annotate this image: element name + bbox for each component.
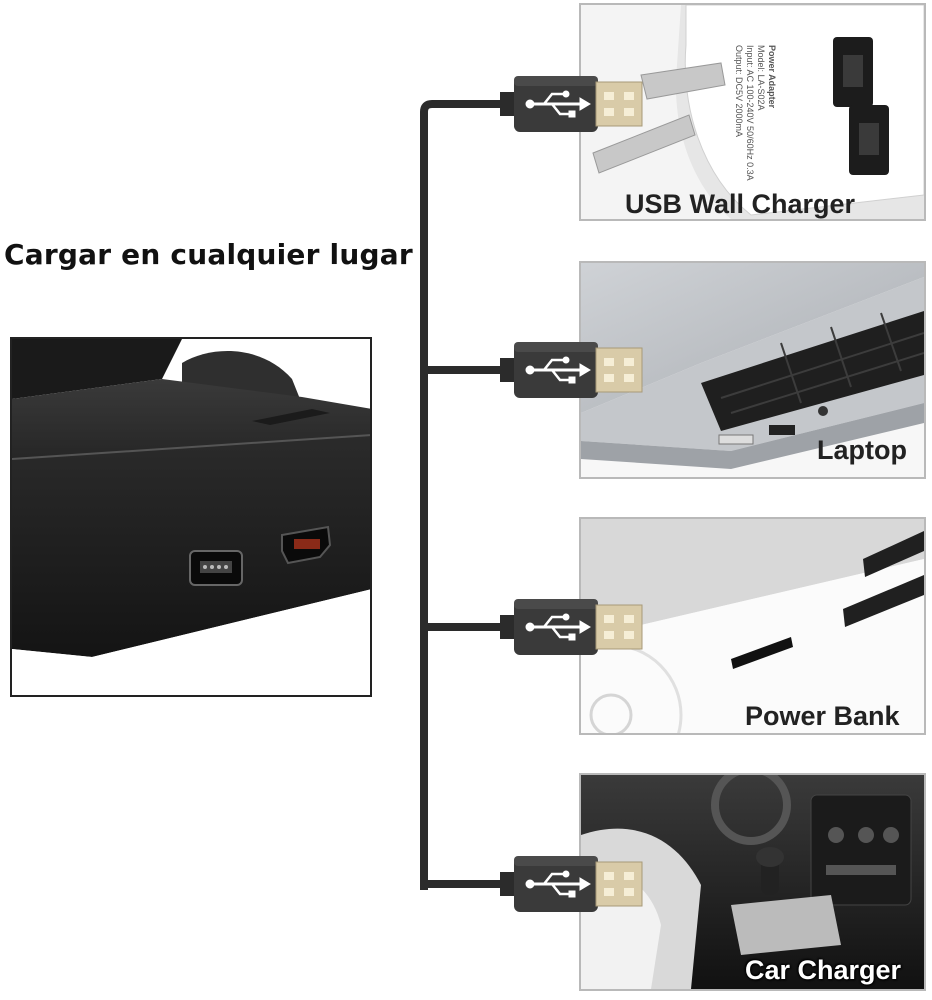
adapter-label-print: Power Adapter Model: LA-S02A Input: AC 1… bbox=[733, 45, 777, 181]
source-label: Car Charger bbox=[745, 955, 902, 985]
charger-photo bbox=[10, 337, 372, 697]
source-label: Power Bank bbox=[745, 701, 900, 731]
usb-plug bbox=[500, 595, 646, 659]
adapter-line: Output: DC5V 2000mA bbox=[734, 45, 744, 138]
usb-plug bbox=[500, 852, 646, 916]
usb-icon bbox=[525, 870, 591, 898]
source-label: Laptop bbox=[817, 435, 907, 465]
adapter-title: Power Adapter bbox=[767, 45, 777, 109]
adapter-line: Model: LA-S02A bbox=[756, 45, 766, 111]
usb-icon bbox=[525, 356, 591, 384]
usb-icon bbox=[525, 613, 591, 641]
usb-icon bbox=[525, 90, 591, 118]
source-label: USB Wall Charger bbox=[625, 189, 856, 219]
usb-plug bbox=[500, 72, 646, 136]
power-bank-panel: Power Bank bbox=[579, 517, 926, 735]
wall-charger-panel: Power Adapter Model: LA-S02A Input: AC 1… bbox=[579, 3, 926, 221]
headline: Cargar en cualquier lugar bbox=[4, 238, 413, 271]
adapter-line: Input: AC 100-240V 50/60Hz 0.3A bbox=[745, 45, 755, 181]
laptop-panel: Laptop bbox=[579, 261, 926, 479]
usb-plug bbox=[500, 338, 646, 402]
